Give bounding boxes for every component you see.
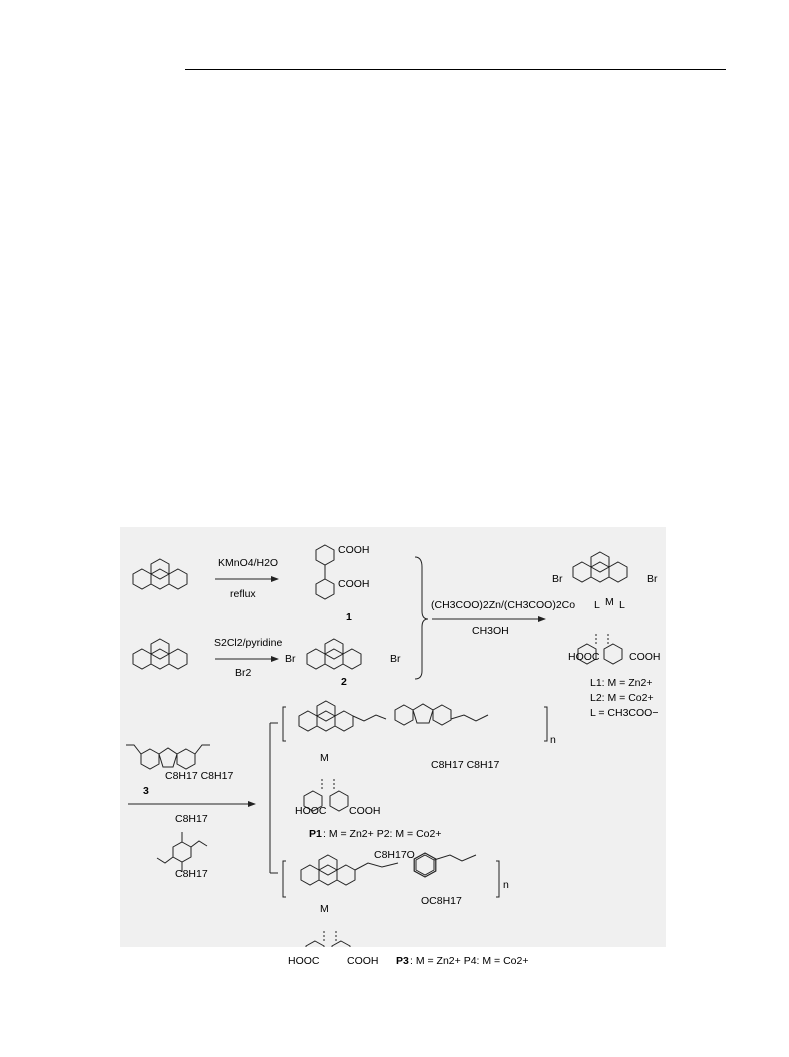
complexation-reagent: (CH3COO)2Zn/(CH3COO)2Co (431, 599, 576, 611)
p1-bracket-right (544, 706, 548, 742)
polymer-p3-structure (300, 852, 477, 947)
condition-reflux: reflux (230, 588, 256, 600)
p1-repeat-n: n (550, 734, 556, 746)
compound-2-br-left: Br (285, 653, 296, 665)
compound-1-cooh-b: COOH (338, 578, 370, 590)
reagents-oxidation: KMnO4/H2O (218, 557, 279, 569)
complex-cooh: COOH (629, 651, 661, 663)
phenanthroline-top (132, 558, 188, 590)
p3-octyloxy-top: C8H17O (374, 849, 415, 861)
monomer-3-alkyl: C8H17 C8H17 (165, 770, 234, 782)
phenanthroline-bottom (132, 638, 188, 670)
compound-1-cooh-a: COOH (338, 544, 370, 556)
compound-1-structure (315, 544, 335, 600)
compound-1-label: 1 (346, 611, 352, 623)
p3-label: P3 (396, 955, 409, 967)
p1-label: P1 (309, 828, 322, 840)
compound-2-label: 2 (341, 676, 347, 688)
reagents-bromination: S2Cl2/pyridine (214, 637, 283, 649)
p3-bracket-right (496, 860, 500, 898)
complex-ligand-right: L (619, 599, 625, 611)
scheme-drawing (126, 544, 628, 947)
reaction-scheme-figure: KMnO4/H2O reflux COOH COOH 1 S2Cl2/pyrid… (120, 527, 666, 966)
polymer-branch (269, 722, 278, 874)
p1-bracket-left (282, 706, 286, 742)
complex-br-left: Br (552, 573, 563, 585)
legend-l: L = CH3COO− (590, 707, 659, 719)
monomer-4-alkyl-bottom: C8H17 (175, 868, 208, 880)
p1-metal: M (320, 752, 329, 764)
p3-caption: : M = Zn2+ P4: M = Co2+ (410, 955, 529, 967)
p3-repeat-n: n (503, 879, 509, 891)
complex-metal: M (605, 596, 614, 608)
p3-hooc: HOOC (288, 955, 320, 967)
compound-2-br-right: Br (390, 653, 401, 665)
p1-caption: : M = Zn2+ P2: M = Co2+ (323, 828, 442, 840)
legend-l1: L1: M = Zn2+ (590, 677, 653, 689)
p3-metal: M (320, 903, 329, 915)
complexation-solvent: CH3OH (472, 625, 509, 637)
p3-cooh: COOH (347, 955, 379, 967)
compound-2-structure (306, 638, 362, 670)
monomer-3-label: 3 (143, 785, 149, 797)
legend-l2: L2: M = Co2+ (590, 692, 654, 704)
polymer-p1-structure (298, 700, 489, 812)
monomer-4-structure (156, 832, 208, 872)
complex-br-right: Br (647, 573, 658, 585)
monomer-3-structure (126, 744, 210, 770)
complex-hooc: HOOC (568, 651, 600, 663)
header-rule (185, 69, 726, 70)
p3-bracket-left (282, 860, 286, 898)
p1-alkyl: C8H17 C8H17 (431, 759, 500, 771)
brace (414, 556, 429, 680)
p1-cooh: COOH (349, 805, 381, 817)
p1-hooc: HOOC (295, 805, 327, 817)
monomer-4-alkyl-top: C8H17 (175, 813, 208, 825)
complex-structure (572, 551, 628, 665)
p3-octyloxy-bottom: OC8H17 (421, 895, 462, 907)
complex-ligand-left: L (594, 599, 600, 611)
condition-br2: Br2 (235, 667, 252, 679)
